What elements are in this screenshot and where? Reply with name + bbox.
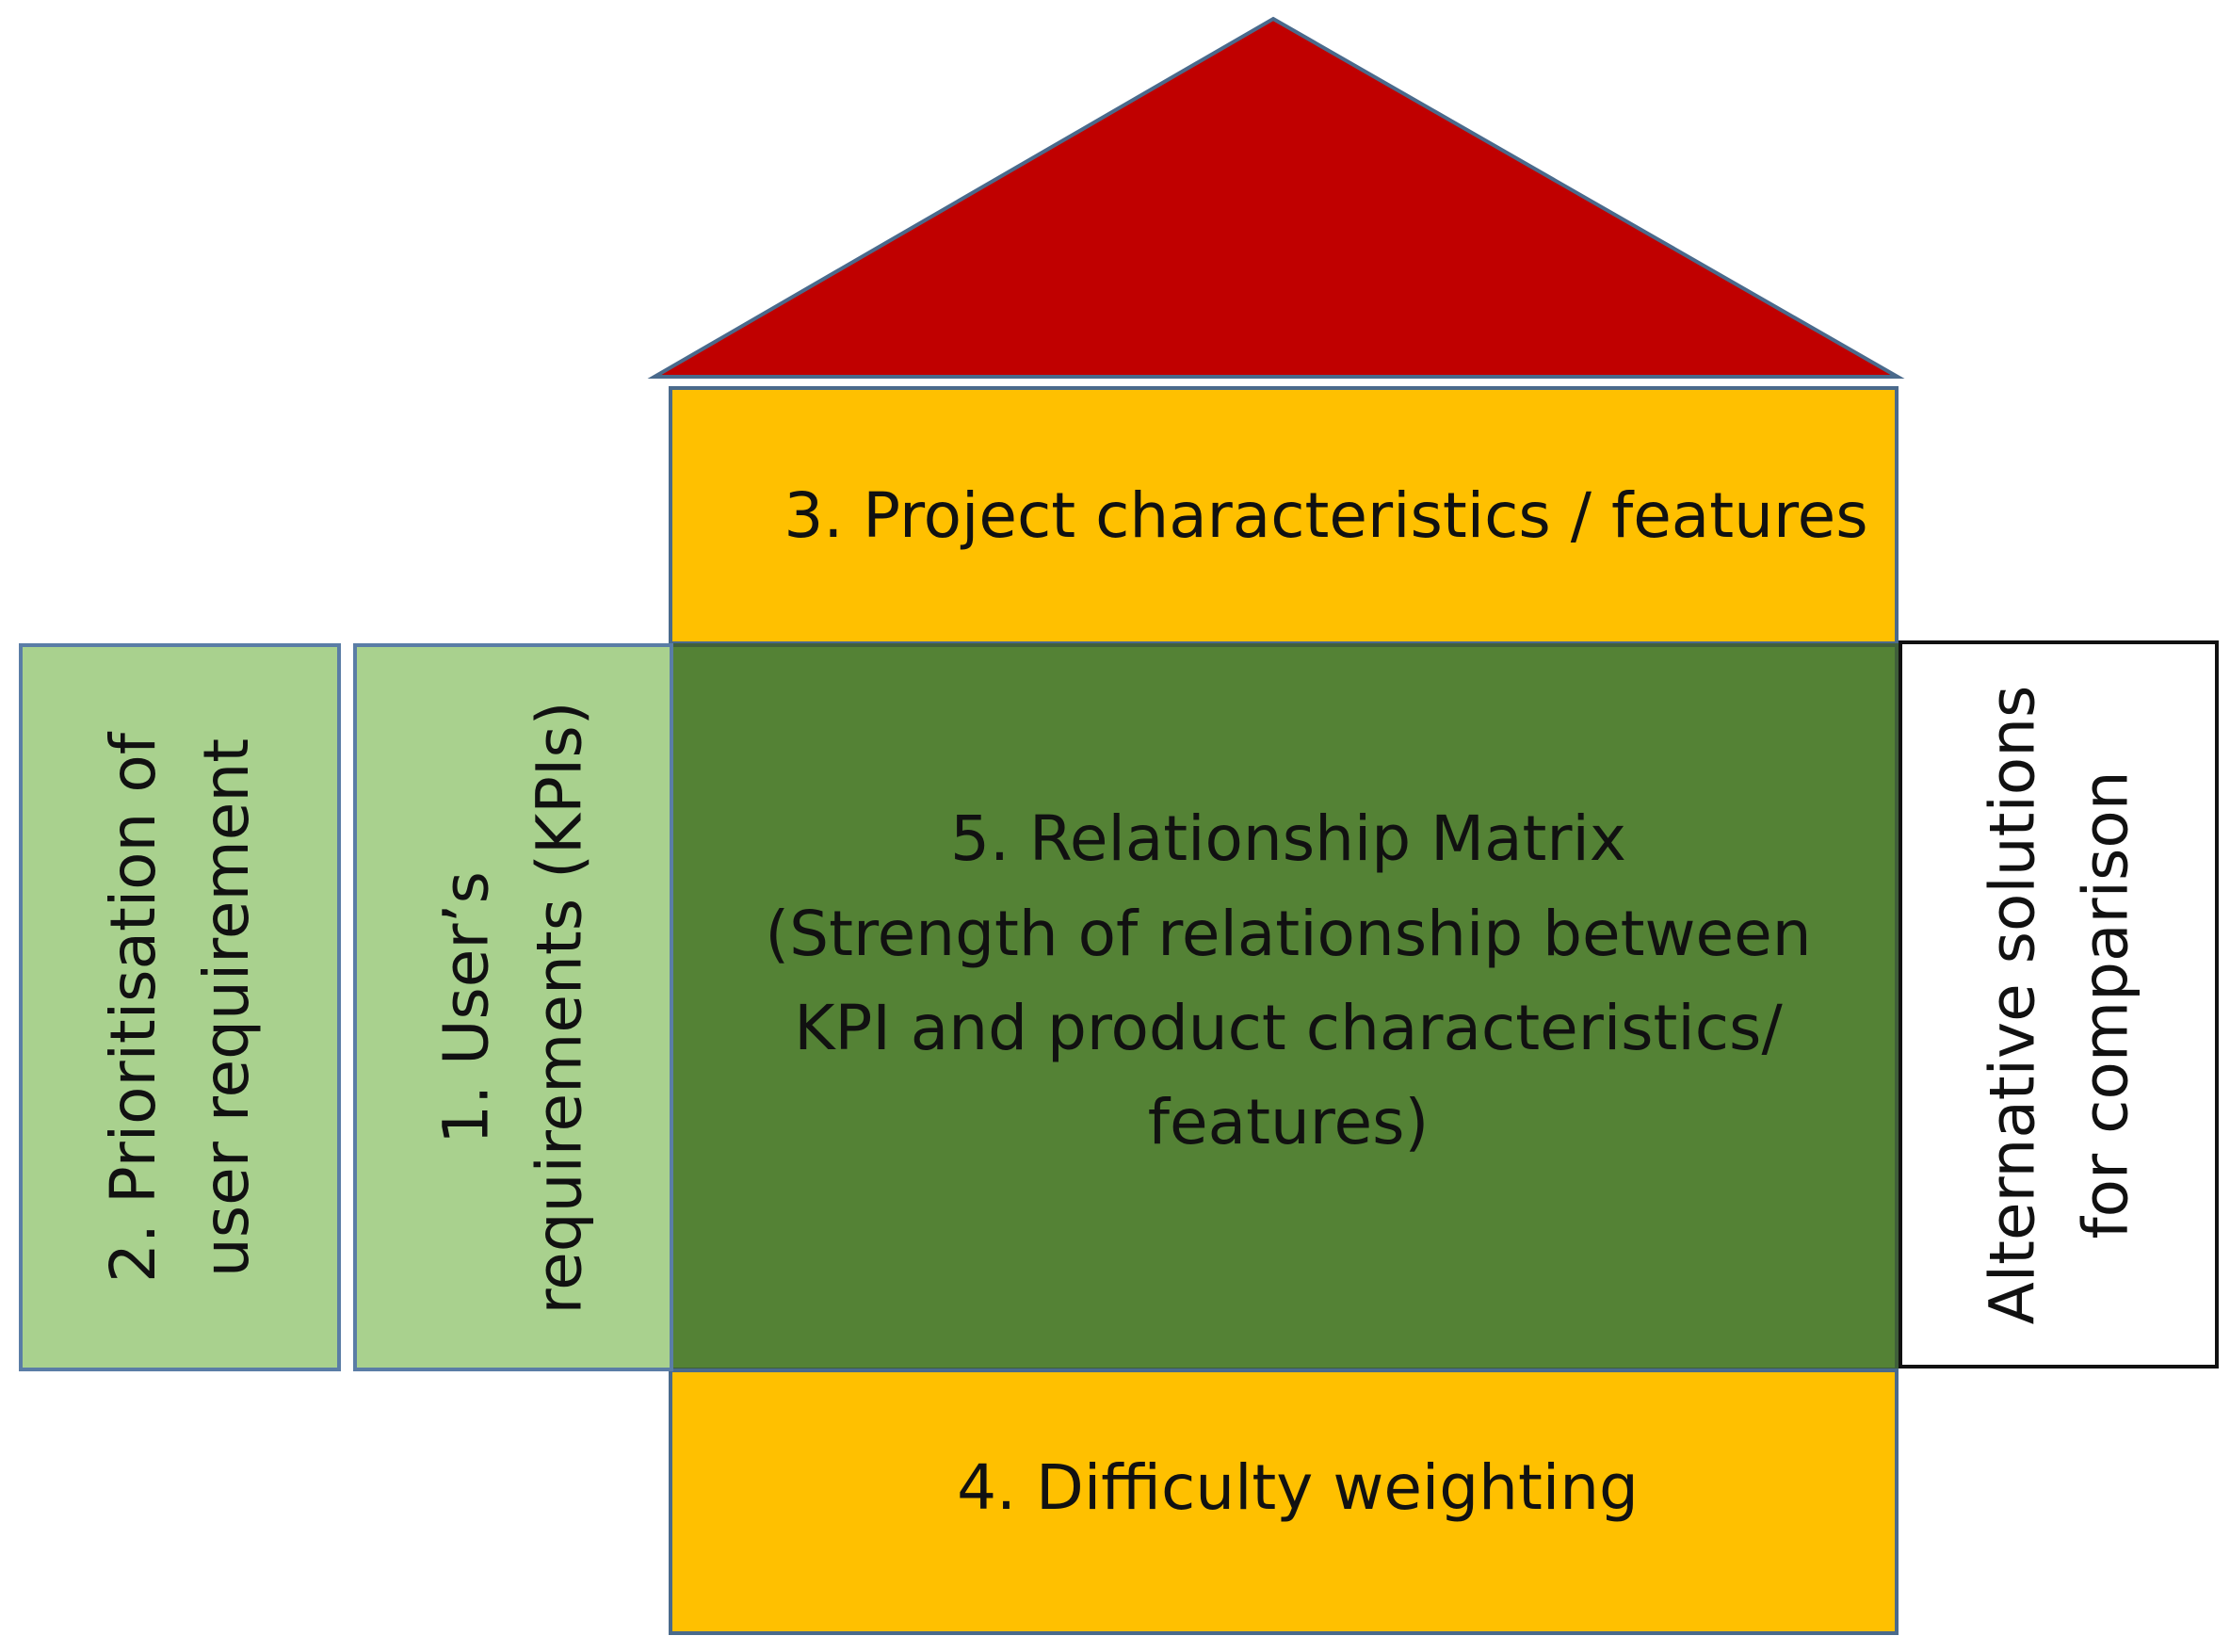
requirements-line-2: requirements (KPIs) [524, 700, 597, 1315]
prioritisation-line-1: 2. Prioritisation of [97, 732, 170, 1283]
matrix-line-2: (Strength of relationship between [765, 897, 1812, 970]
matrix-line-4: features) [1147, 1086, 1430, 1159]
project-characteristics-label: 3. Project characteristics / features [784, 479, 1868, 552]
matrix-line-1: 5. Relationship Matrix [950, 802, 1626, 876]
difficulty-weighting-block: 4. Difficulty weighting [669, 1369, 1899, 1635]
user-requirements-label: 1. User’s requirements (KPIs) [420, 701, 606, 1314]
requirements-line-1: 1. User’s [430, 870, 504, 1144]
alternative-solutions-block: Alternative solutions for comparison [1899, 640, 2219, 1369]
alternatives-line-2: for comparison [2069, 769, 2142, 1239]
prioritisation-label: 2. Prioritisation of user requirement [87, 733, 273, 1283]
user-requirements-block: 1. User’s requirements (KPIs) [353, 643, 673, 1371]
roof-triangle [647, 16, 1905, 379]
relationship-matrix-block: 5. Relationship Matrix (Strength of rela… [669, 643, 1899, 1371]
alternative-solutions-label: Alternative solutions for comparison [1965, 685, 2152, 1324]
difficulty-weighting-label: 4. Difficulty weighting [957, 1451, 1639, 1524]
prioritisation-block: 2. Prioritisation of user requirement [19, 643, 341, 1371]
prioritisation-line-2: user requirement [190, 737, 264, 1277]
matrix-line-3: KPI and product characteristics/ [794, 992, 1783, 1064]
alternatives-line-1: Alternative solutions [1976, 685, 2049, 1324]
relationship-matrix-label: 5. Relationship Matrix (Strength of rela… [765, 792, 1811, 1170]
project-characteristics-block: 3. Project characteristics / features [669, 386, 1899, 645]
